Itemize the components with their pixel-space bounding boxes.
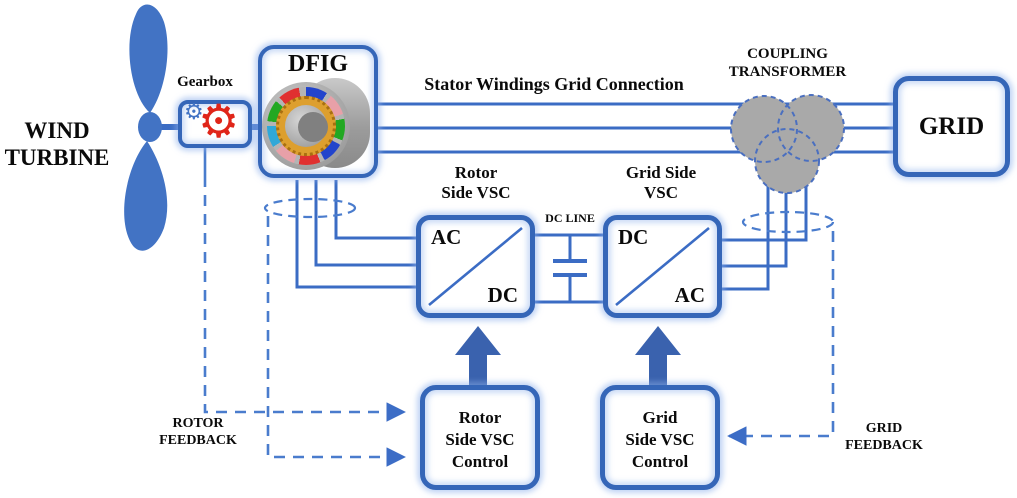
gearbox-small-gear-icon: ⚙ bbox=[184, 100, 204, 125]
dc-line-label: DC LINE bbox=[545, 211, 595, 225]
rotor-vsc-control-label: Rotor Side VSC Control bbox=[425, 407, 535, 473]
coupling-transformer-label-line1: COUPLING bbox=[747, 46, 828, 62]
wind-turbine-label-line1: WIND bbox=[24, 118, 90, 143]
rotor-vsc-label: Rotor Side VSC bbox=[416, 163, 536, 203]
grid-current-sensor-icon bbox=[741, 210, 835, 234]
rotor-feedback-label-line1: ROTOR bbox=[172, 416, 224, 431]
rotor-control-line1: Rotor bbox=[458, 408, 502, 427]
turbine-hub bbox=[138, 112, 162, 142]
gearbox-box: ⚙ ⚙ bbox=[178, 94, 252, 148]
grid-vsc-box: DC AC bbox=[603, 215, 722, 318]
coupling-transformer-label-line2: TRANSFORMER bbox=[728, 63, 847, 80]
grid-control-line2: Side VSC bbox=[625, 430, 695, 450]
grid-vsc-label-line1: Grid Side bbox=[625, 163, 697, 182]
rotor-vsc-dc-label: DC bbox=[487, 283, 518, 307]
grid-vsc-control-label: Grid Side VSC Control bbox=[605, 407, 715, 473]
rotor-control-line3: Control bbox=[451, 452, 509, 472]
grid-feedback-label: GRID FEEDBACK bbox=[832, 421, 936, 454]
rotor-vsc-label-line1: Rotor bbox=[454, 163, 498, 182]
wind-turbine-blades-icon bbox=[124, 4, 168, 251]
rotor-feedback-label-line2: FEEDBACK bbox=[159, 432, 237, 448]
gearbox-label: Gearbox bbox=[177, 74, 233, 90]
grid-vsc-control-box: Grid Side VSC Control bbox=[600, 385, 720, 490]
grid-label: GRID bbox=[918, 113, 985, 140]
wind-turbine-label: WIND TURBINE bbox=[0, 117, 114, 171]
stator-connection-label: Stator Windings Grid Connection bbox=[424, 74, 684, 94]
converter-diagonal-icon bbox=[428, 226, 523, 307]
coupling-transformer-label: COUPLING TRANSFORMER bbox=[705, 46, 870, 81]
grid-box bbox=[893, 76, 1010, 177]
grid-feedback-label-line1: GRID bbox=[865, 421, 903, 436]
rotor-control-line2: Side VSC bbox=[445, 430, 515, 450]
coupling-transformer-windings-icon bbox=[730, 94, 845, 194]
grid-control-arrow-icon bbox=[635, 326, 681, 385]
rotor-control-arrow-icon bbox=[455, 326, 501, 385]
dc-link-lines bbox=[533, 233, 605, 304]
converter-diagonal-icon bbox=[615, 226, 710, 307]
grid-feedback-label-line2: FEEDBACK bbox=[845, 437, 923, 453]
grid-control-line3: Control bbox=[631, 452, 689, 472]
grid-vsc-label: Grid Side VSC bbox=[601, 163, 721, 203]
dfig-generator-icon bbox=[262, 72, 376, 176]
dfig-label: DFIG bbox=[288, 51, 348, 77]
feedback-dashed-lines bbox=[203, 148, 835, 467]
gearbox-large-gear-icon: ⚙ bbox=[198, 94, 240, 148]
rotor-vsc-box: AC DC bbox=[416, 215, 535, 318]
rotor-current-sensor-icon bbox=[263, 197, 357, 219]
grid-vsc-ac-label: AC bbox=[674, 283, 705, 307]
grid-vsc-dc-label: DC bbox=[618, 225, 649, 249]
grid-vsc-label-line2: VSC bbox=[643, 183, 678, 203]
generator-shaft-bore bbox=[298, 112, 328, 142]
grid-control-line1: Grid bbox=[642, 408, 678, 427]
rotor-feedback-label: ROTOR FEEDBACK bbox=[138, 416, 258, 449]
wind-turbine-label-line2: TURBINE bbox=[4, 145, 110, 171]
rotor-vsc-ac-label: AC bbox=[431, 225, 462, 249]
rotor-to-rotorvsc-lines bbox=[295, 180, 416, 289]
capacitor-icon bbox=[553, 235, 587, 302]
transformer-to-gridvsc-lines bbox=[722, 165, 808, 291]
rotor-vsc-label-line2: Side VSC bbox=[441, 183, 511, 203]
control-signal-arrows bbox=[455, 326, 681, 385]
rotor-vsc-control-box: Rotor Side VSC Control bbox=[420, 385, 540, 490]
